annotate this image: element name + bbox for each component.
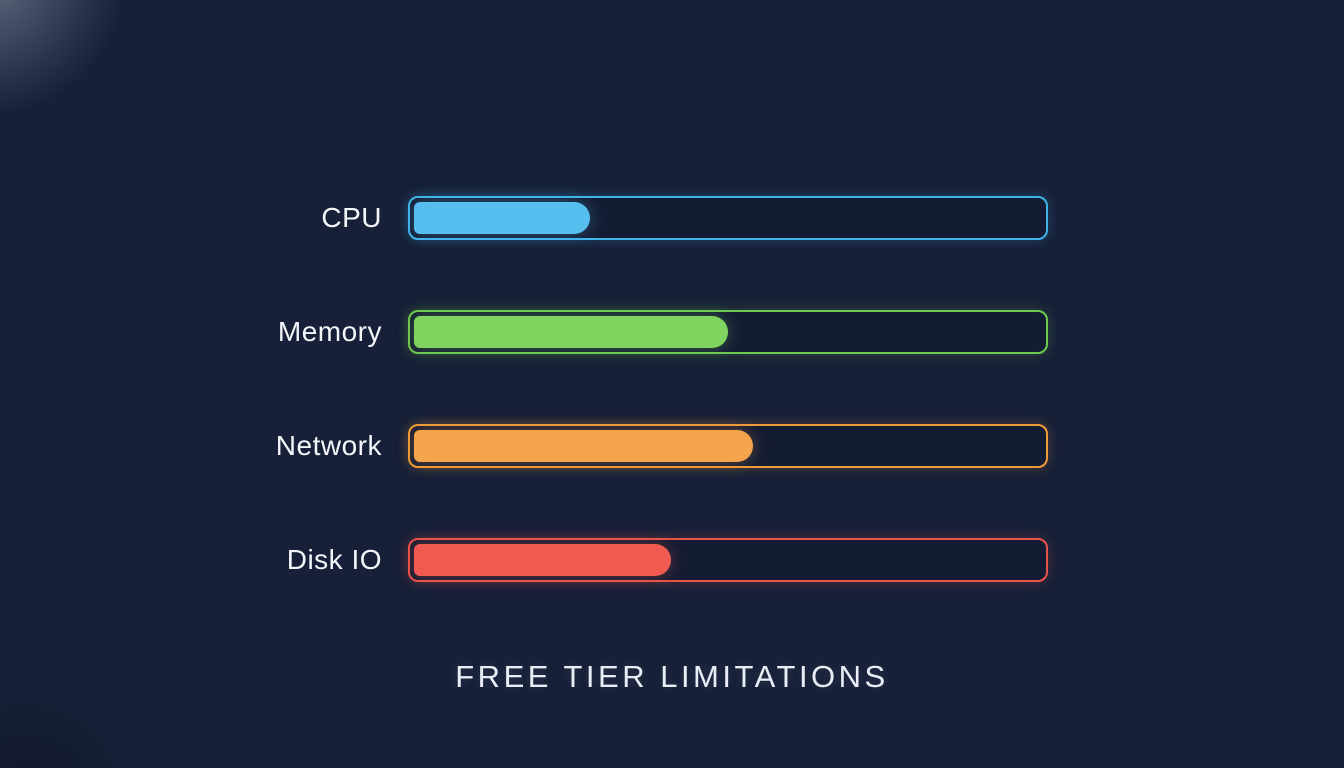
bar-track [408, 424, 1048, 468]
bar-track [408, 310, 1048, 354]
bar-row: Memory [268, 310, 1048, 354]
chart-title: FREE TIER LIMITATIONS [455, 659, 889, 694]
bar-label: Disk IO [286, 544, 382, 575]
bar-fill [414, 430, 754, 462]
bar-label: CPU [321, 202, 382, 233]
bar-fill [414, 202, 590, 234]
bar-label: Network [275, 430, 382, 461]
bar-fill [414, 544, 672, 576]
bar-row: Network [268, 424, 1048, 468]
bar-row: Disk IO [268, 538, 1048, 582]
bar-track [408, 538, 1048, 582]
bar-row: CPU [268, 196, 1048, 240]
bar-label: Memory [277, 316, 382, 347]
bar-fill [414, 316, 728, 348]
bar-track [408, 196, 1048, 240]
